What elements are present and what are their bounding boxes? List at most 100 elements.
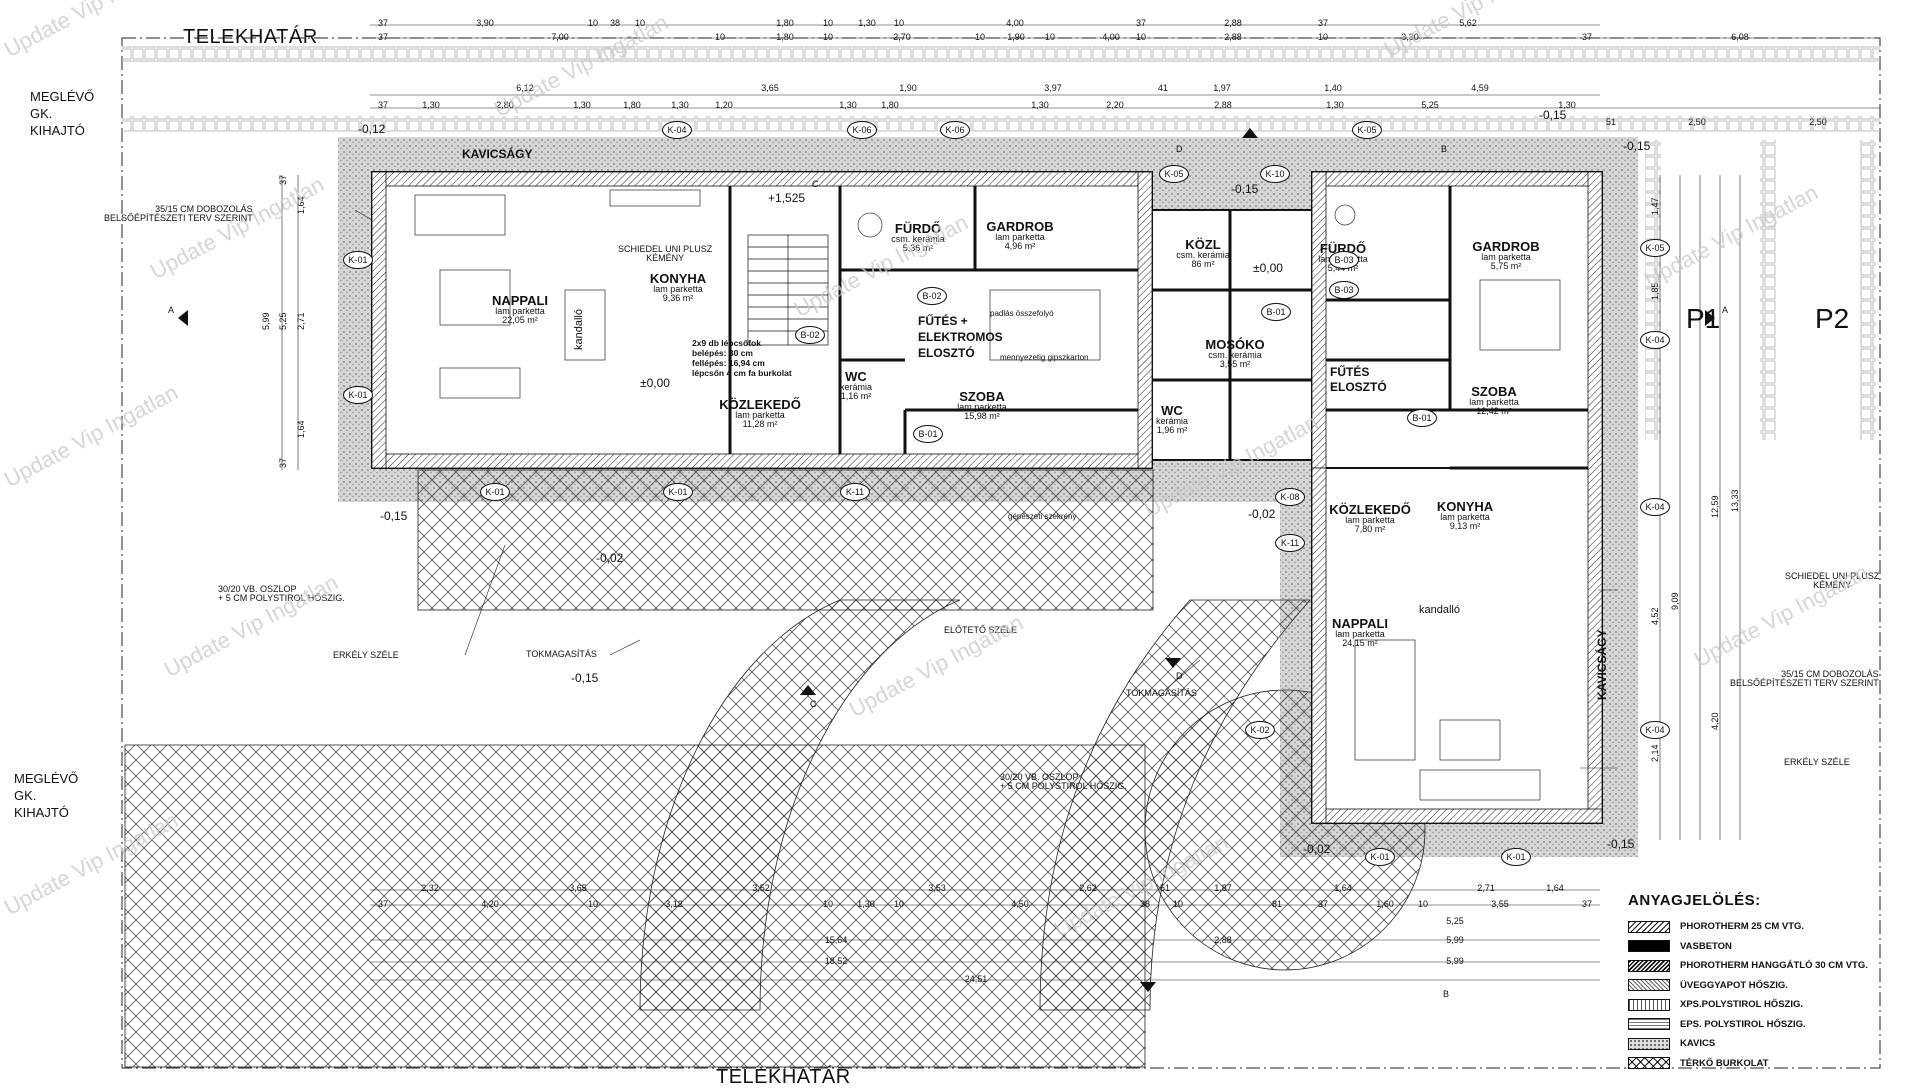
parking-spot-p2: P2 xyxy=(1815,303,1850,334)
dim: 3,97 xyxy=(1044,83,1062,93)
legend-label: XPS.POLYSTIROL HŐSZIG. xyxy=(1680,999,1803,1011)
legend-label: PHOROTHERM 25 CM VTG. xyxy=(1680,921,1805,933)
dim: 18,52 xyxy=(824,956,848,966)
room-floor: kerámia xyxy=(839,382,873,392)
dim: 37 xyxy=(1581,899,1593,909)
dim: 1,80 xyxy=(776,32,794,42)
room-name: KÖZL xyxy=(1185,237,1221,252)
dim: 10 xyxy=(1135,32,1147,42)
door-tag: B-03 xyxy=(1329,251,1359,269)
dim: 3,52 xyxy=(752,883,770,893)
note-line: 30/20 VB. OSZLOP xyxy=(1000,772,1079,782)
column-note-left: 30/20 VB. OSZLOP + 5 CM POLYSTIROL HŐSZI… xyxy=(218,585,345,603)
core xyxy=(1151,209,1313,461)
dim: 1,30 xyxy=(858,18,876,28)
door-tag: B-01 xyxy=(1261,303,1291,321)
room-kozl-core: KÖZL csm. kerámia 86 m² xyxy=(1176,238,1230,269)
dim: 1,87 xyxy=(1214,883,1232,893)
dim: 4,20 xyxy=(1710,712,1720,730)
legend-item: VASBETON xyxy=(1628,937,1920,957)
dim: 10 xyxy=(893,899,905,909)
dim: 1,64 xyxy=(1546,883,1564,893)
note-line: SCHIEDEL UNI PLUSZ xyxy=(1785,571,1880,581)
section-mark-d-lower: D xyxy=(1176,671,1183,681)
level-stair-top: +1,525 xyxy=(768,191,806,205)
dim: 2,50 xyxy=(1688,117,1706,127)
dim: 37 xyxy=(377,100,389,110)
note-line: FŰTÉS + xyxy=(918,314,968,328)
dim: 3,55 xyxy=(1491,899,1509,909)
dim: 5,25 xyxy=(1421,100,1439,110)
note-line: 35/15 CM DOBOZOLÁS xyxy=(1781,669,1879,679)
note-line: FŰTÉS xyxy=(1330,365,1370,379)
dim: 5,99 xyxy=(1446,935,1464,945)
dim: 3,30 xyxy=(1401,32,1419,42)
dim: 2,80 xyxy=(496,100,514,110)
room-wc-core: WC kerámia 1,96 m² xyxy=(1156,404,1188,435)
note-line: KÉMÉNY xyxy=(646,253,685,263)
dim: 2,32 xyxy=(421,883,439,893)
dim: 4,52 xyxy=(1650,607,1660,625)
room-szoba-right: SZOBA lam parketta 12,42 m² xyxy=(1469,385,1519,416)
window-tag: K-05 xyxy=(1352,121,1382,139)
balcony-edge-left: ERKÉLY SZÉLE xyxy=(333,650,399,660)
level-terrace-right: -0,02 xyxy=(1303,842,1331,856)
level-ext-nw: -0,12 xyxy=(358,122,386,136)
room-area: 5,36 m² xyxy=(902,243,934,253)
door-tag: B-03 xyxy=(1329,281,1359,299)
note-line: BELSŐÉPÍTÉSZETI TERV SZERINT xyxy=(104,213,253,223)
room-floor: csm. kerámia xyxy=(1176,250,1230,260)
dim: 5,99 xyxy=(261,312,271,330)
dim: 12,59 xyxy=(1710,495,1720,518)
dim: 6,08 xyxy=(1731,32,1749,42)
dim: 6,12 xyxy=(516,83,534,93)
room-floor: lam parketta xyxy=(1345,515,1395,525)
parking-stripe-3 xyxy=(1860,140,1876,440)
room-name: KÖZLEKEDŐ xyxy=(719,397,801,412)
level-ext-sw: -0,15 xyxy=(571,671,599,685)
dim: 37 xyxy=(377,18,389,28)
dim: 4,20 xyxy=(481,899,499,909)
dim: 1,30 xyxy=(1326,100,1344,110)
room-name: MOSÓKO xyxy=(1205,337,1265,352)
fence-second xyxy=(122,116,1880,132)
swatch-gravel-icon xyxy=(1628,1037,1670,1050)
dim: 13,33 xyxy=(1730,489,1740,512)
right-wing-bottom xyxy=(1311,467,1603,824)
room-name: GARDROB xyxy=(986,219,1054,234)
door-tag: B-01 xyxy=(1407,409,1437,427)
room-floor: lam parketta xyxy=(653,284,703,294)
dim: 1,40 xyxy=(1324,83,1342,93)
dim: 1,60 xyxy=(1376,899,1394,909)
room-floor: lam parketta xyxy=(1440,512,1490,522)
room-area: 86 m² xyxy=(1191,259,1215,269)
dim: 51 xyxy=(1159,883,1171,893)
driveway-top-line-2: GK. xyxy=(30,106,53,121)
room-area: 1,16 m² xyxy=(840,391,872,401)
dim: 7,00 xyxy=(551,32,569,42)
room-szoba-left: SZOBA lam parketta 15,98 m² xyxy=(957,390,1007,421)
dim: 15,64 xyxy=(824,935,848,945)
room-furdo-left: FÜRDŐ csm. kerámia 5,36 m² xyxy=(891,222,945,253)
dim: 10 xyxy=(1044,32,1056,42)
dim: 3,90 xyxy=(476,18,494,28)
room-floor: lam parketta xyxy=(957,402,1007,412)
room-area: 9,36 m² xyxy=(662,293,694,303)
room-gardrob-left: GARDROB lam parketta 4,96 m² xyxy=(986,220,1053,251)
level-floor-left: ±0,00 xyxy=(640,376,670,390)
dim: 2,88 xyxy=(1224,32,1242,42)
dim: 1,30 xyxy=(857,899,875,909)
window-tag: K-06 xyxy=(847,121,877,139)
boxing-note-left: 35/15 CM DOBOZOLÁS BELSŐÉPÍTÉSZETI TERV … xyxy=(104,205,253,223)
parking-spot-p1: P1 xyxy=(1686,303,1721,334)
dim: 10 xyxy=(1417,899,1429,909)
room-name: KÖZLEKEDŐ xyxy=(1329,502,1411,517)
interior-walls xyxy=(728,186,1588,470)
note-line: ELOSZTÓ xyxy=(918,346,975,360)
parking-stripe-2 xyxy=(1760,140,1776,440)
window-tag: K-11 xyxy=(840,483,870,501)
swatch-dense-icon xyxy=(1628,959,1670,972)
dim: 1,30 xyxy=(573,100,591,110)
room-name: NAPPALI xyxy=(491,293,549,308)
